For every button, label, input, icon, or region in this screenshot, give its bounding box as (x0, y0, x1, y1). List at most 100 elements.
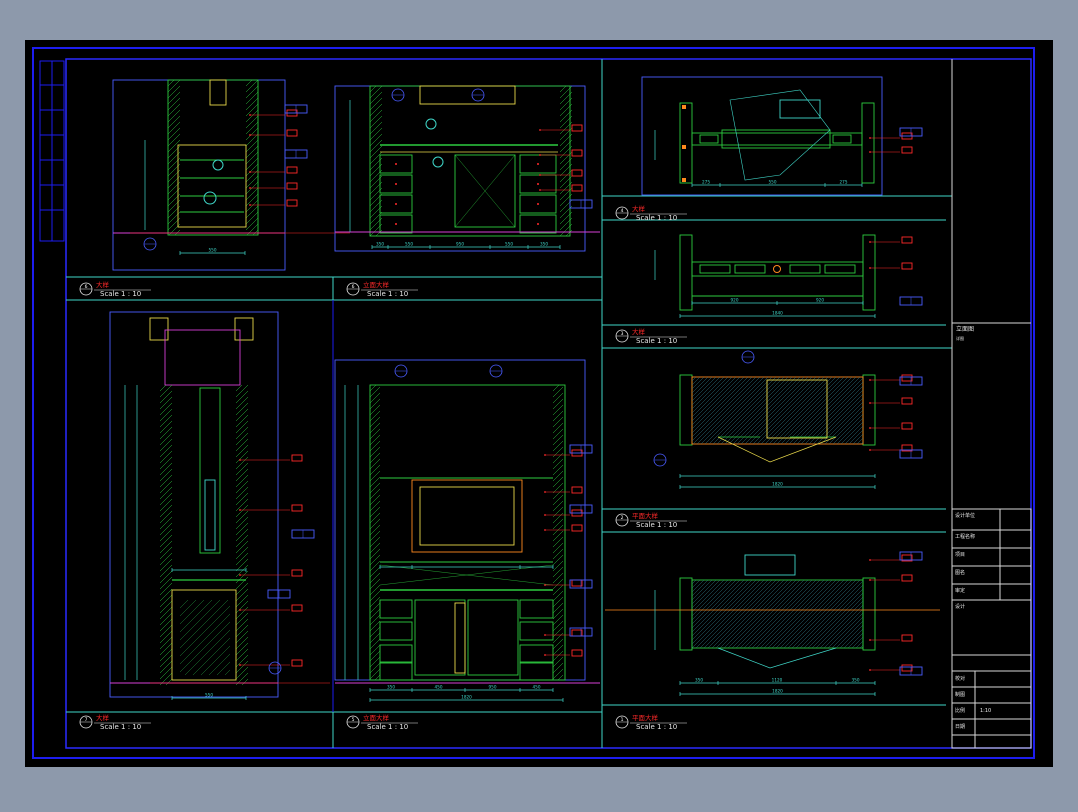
base-cabinet (171, 589, 237, 681)
view-frame (641, 76, 883, 196)
view-number: 1 (621, 717, 624, 723)
drawer (519, 621, 554, 641)
hatch-line (715, 580, 785, 648)
callout-box (901, 262, 913, 270)
hatch-line (692, 580, 717, 605)
hatch-line (370, 157, 382, 171)
center-box (721, 129, 831, 149)
drawer-knob (395, 203, 397, 205)
hatch-line (828, 409, 863, 444)
hatch-line (692, 580, 741, 629)
stone-slab (691, 376, 864, 445)
hatch-line (716, 377, 785, 444)
model-space (25, 40, 1053, 767)
hatch-line (803, 588, 863, 648)
callout-box (286, 129, 298, 137)
callout-box (901, 554, 913, 562)
hatch-line (180, 600, 197, 617)
hatch-line (692, 377, 757, 442)
hatch-line (692, 580, 761, 648)
leader-dot (539, 154, 541, 156)
hatch-line (747, 580, 817, 648)
hatch-line (743, 580, 813, 648)
center-fitting (773, 265, 781, 273)
hatch-line (799, 584, 863, 648)
hatch-line (200, 645, 230, 675)
callout-box (901, 374, 913, 382)
hatch-line (767, 580, 837, 648)
hatch-line (815, 600, 863, 648)
hatch-line (712, 377, 781, 444)
dim-text: 450 (533, 685, 541, 690)
hatch-line (560, 103, 572, 117)
hatch-line (160, 426, 172, 440)
hatch-line (370, 103, 382, 117)
corner-mark (682, 178, 686, 182)
stone-slab (691, 579, 864, 649)
leader-dot (869, 267, 871, 269)
view-title: 大样 (96, 280, 110, 289)
ceiling-detail (234, 317, 254, 341)
dim-text: 350 (387, 685, 395, 690)
view-number: 2 (621, 515, 624, 521)
hatch-line (168, 97, 180, 111)
door-swing (717, 436, 837, 463)
stone-hatch (692, 377, 863, 444)
hatch-line (168, 103, 180, 117)
drawer (519, 599, 554, 619)
hatch-line (804, 385, 863, 444)
hatch-line (236, 528, 248, 542)
callout-box (571, 486, 583, 494)
leader-dot (869, 579, 871, 581)
hatch-line (370, 626, 380, 638)
hatch-line (692, 580, 757, 645)
view-scale: Scale 1 : 10 (367, 723, 408, 731)
hatch-line (751, 580, 821, 648)
leader-dot (869, 669, 871, 671)
sheet-note-1: 立面图 (956, 325, 974, 333)
rail (691, 132, 863, 146)
hatch-line (736, 377, 805, 444)
top-panel (419, 85, 516, 105)
hatch-line (236, 432, 248, 446)
callout-box (901, 397, 913, 405)
object-circle (432, 156, 444, 168)
hatch-line (848, 429, 863, 444)
hatch-line (783, 580, 853, 648)
hatch-line (756, 377, 825, 444)
hatch-line (246, 151, 258, 165)
hatch-line (812, 393, 863, 444)
hatch-line (796, 377, 863, 444)
drawer-knob (537, 163, 539, 165)
leader-dot (544, 514, 546, 516)
hatch-line (370, 199, 382, 213)
hatch-line (800, 381, 863, 444)
dim-text: 350 (376, 242, 384, 247)
slot (734, 264, 766, 274)
hatch-line (692, 377, 737, 422)
hatch-line (184, 629, 230, 675)
drawer (519, 194, 557, 214)
leader-dot (539, 174, 541, 176)
hatch-line (692, 377, 753, 438)
hatch-line (692, 377, 745, 430)
hatch-line (836, 417, 863, 444)
view-number: 7 (85, 717, 88, 723)
view-number: 5 (352, 717, 355, 723)
hatch-line (728, 377, 797, 444)
callout-box (901, 444, 913, 452)
hatch-line (696, 377, 765, 444)
hatch-line (370, 205, 382, 219)
hatch-line (692, 377, 717, 402)
drawer (379, 661, 413, 681)
view-scale: Scale 1 : 10 (100, 290, 141, 298)
view-number: 3 (621, 331, 624, 337)
leader-dot (239, 509, 241, 511)
hatch-line (553, 524, 563, 536)
